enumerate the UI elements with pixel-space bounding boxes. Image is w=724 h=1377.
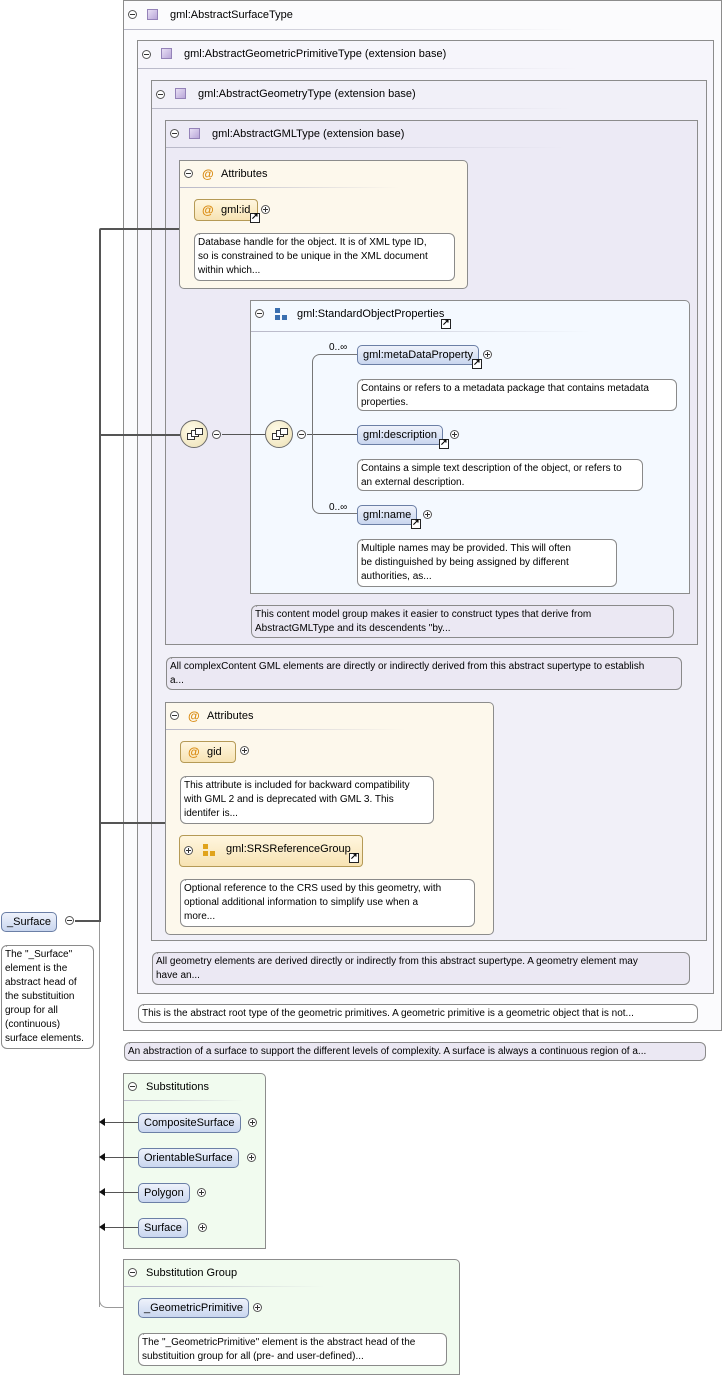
surface-root-element[interactable]: _Surface bbox=[1, 912, 58, 932]
sequence-compositor-icon bbox=[265, 420, 293, 448]
expand-srs-icon[interactable] bbox=[184, 846, 193, 855]
reference-arrow-icon[interactable] bbox=[411, 517, 421, 529]
expand-gml-id-icon[interactable] bbox=[261, 205, 270, 214]
reference-arrow-icon[interactable] bbox=[250, 211, 260, 223]
standard-properties-title: gml:StandardObjectProperties bbox=[297, 308, 445, 320]
sequence-compositor-icon bbox=[180, 420, 208, 448]
attribute-group-icon bbox=[203, 844, 215, 856]
collapse-geometry-type-icon[interactable] bbox=[156, 90, 165, 99]
standard-properties-note: This content model group makes it easier… bbox=[251, 605, 674, 638]
collapse-substitutions-icon[interactable] bbox=[128, 1082, 137, 1091]
collapse-standard-properties-icon[interactable] bbox=[255, 309, 264, 318]
substitutions-title: Substitutions bbox=[146, 1081, 209, 1093]
attributes-title: Attributes bbox=[207, 710, 254, 722]
expand-name-icon[interactable] bbox=[423, 510, 432, 519]
gml-id-label: gml:id bbox=[221, 204, 251, 216]
composite-surface-element[interactable]: CompositeSurface bbox=[138, 1113, 241, 1133]
srs-reference-group[interactable]: gml:SRSReferenceGroup bbox=[179, 835, 363, 867]
collapse-substitution-group-icon[interactable] bbox=[128, 1268, 137, 1277]
gid-attribute[interactable]: @ gid bbox=[180, 741, 236, 763]
gml-type-note: All complexContent GML elements are dire… bbox=[166, 657, 682, 690]
group-icon bbox=[275, 308, 287, 320]
reference-arrow-icon[interactable] bbox=[349, 851, 359, 863]
orientable-surface-element[interactable]: OrientableSurface bbox=[138, 1148, 239, 1168]
expand-description-icon[interactable] bbox=[450, 430, 459, 439]
metadata-property-element[interactable]: gml:metaDataProperty bbox=[357, 345, 480, 365]
expand-polygon-icon[interactable] bbox=[197, 1188, 206, 1197]
geometry-type-note: All geometry elements are derived direct… bbox=[152, 952, 690, 985]
gid-label: gid bbox=[207, 746, 222, 758]
srs-label: gml:SRSReferenceGroup bbox=[226, 843, 351, 855]
surface-element[interactable]: Surface bbox=[138, 1218, 188, 1238]
surface-type-title: gml:AbstractSurfaceType bbox=[170, 9, 293, 21]
expand-metadata-icon[interactable] bbox=[483, 350, 492, 359]
complex-type-icon bbox=[175, 88, 186, 99]
metadata-cardinality: 0..∞ bbox=[329, 342, 348, 353]
substitution-group-title: Substitution Group bbox=[146, 1267, 238, 1279]
expand-geometric-primitive-icon[interactable] bbox=[253, 1303, 262, 1312]
expand-composite-surface-icon[interactable] bbox=[248, 1118, 257, 1127]
collapse-sequence-icon[interactable] bbox=[212, 430, 221, 439]
complex-type-icon bbox=[147, 9, 158, 20]
geometry-type-title: gml:AbstractGeometryType (extension base… bbox=[198, 88, 416, 100]
name-element[interactable]: gml:name bbox=[357, 505, 418, 525]
srs-note: Optional reference to the CRS used by th… bbox=[180, 879, 475, 927]
collapse-root-icon[interactable] bbox=[65, 916, 74, 925]
reference-arrow-icon[interactable] bbox=[439, 437, 449, 449]
collapse-surface-type-icon[interactable] bbox=[128, 10, 137, 19]
collapse-primitive-type-icon[interactable] bbox=[142, 50, 151, 59]
expand-orientable-surface-icon[interactable] bbox=[247, 1153, 256, 1162]
attributes-title: Attributes bbox=[221, 168, 268, 180]
geometric-primitive-element[interactable]: _GeometricPrimitive bbox=[138, 1298, 250, 1318]
gml-id-attribute[interactable]: @ gml:id bbox=[194, 199, 258, 221]
reference-arrow-icon[interactable] bbox=[472, 357, 482, 369]
expand-gid-icon[interactable] bbox=[240, 746, 249, 755]
geometric-primitive-note: The "_GeometricPrimitive" element is the… bbox=[138, 1333, 447, 1366]
attribute-icon: @ bbox=[202, 167, 214, 181]
surface-root-note: The "_Surface" element is the abstract h… bbox=[1, 945, 94, 1049]
metadata-note: Contains or refers to a metadata package… bbox=[357, 379, 677, 411]
gml-type-title: gml:AbstractGMLType (extension base) bbox=[212, 128, 405, 140]
collapse-attributes-icon[interactable] bbox=[170, 711, 179, 720]
reference-arrow-icon[interactable] bbox=[441, 317, 451, 329]
attribute-icon: @ bbox=[188, 745, 200, 759]
complex-type-icon bbox=[189, 128, 200, 139]
polygon-element[interactable]: Polygon bbox=[138, 1183, 190, 1203]
collapse-attributes-icon[interactable] bbox=[184, 169, 193, 178]
collapse-sequence-icon[interactable] bbox=[297, 430, 306, 439]
primitive-type-note: This is the abstract root type of the ge… bbox=[138, 1004, 698, 1023]
complex-type-icon bbox=[161, 48, 172, 59]
name-cardinality: 0..∞ bbox=[329, 502, 348, 513]
name-note: Multiple names may be provided. This wil… bbox=[357, 539, 617, 587]
attribute-icon: @ bbox=[188, 709, 200, 723]
surface-type-note: An abstraction of a surface to support t… bbox=[124, 1042, 706, 1061]
primitive-type-title: gml:AbstractGeometricPrimitiveType (exte… bbox=[184, 48, 447, 60]
gid-note: This attribute is included for backward … bbox=[180, 776, 434, 824]
collapse-gml-type-icon[interactable] bbox=[170, 129, 179, 138]
description-element[interactable]: gml:description bbox=[357, 425, 443, 445]
description-note: Contains a simple text description of th… bbox=[357, 459, 643, 491]
attribute-icon: @ bbox=[202, 203, 214, 217]
expand-surface-icon[interactable] bbox=[198, 1223, 207, 1232]
gml-id-note: Database handle for the object. It is of… bbox=[194, 233, 455, 281]
